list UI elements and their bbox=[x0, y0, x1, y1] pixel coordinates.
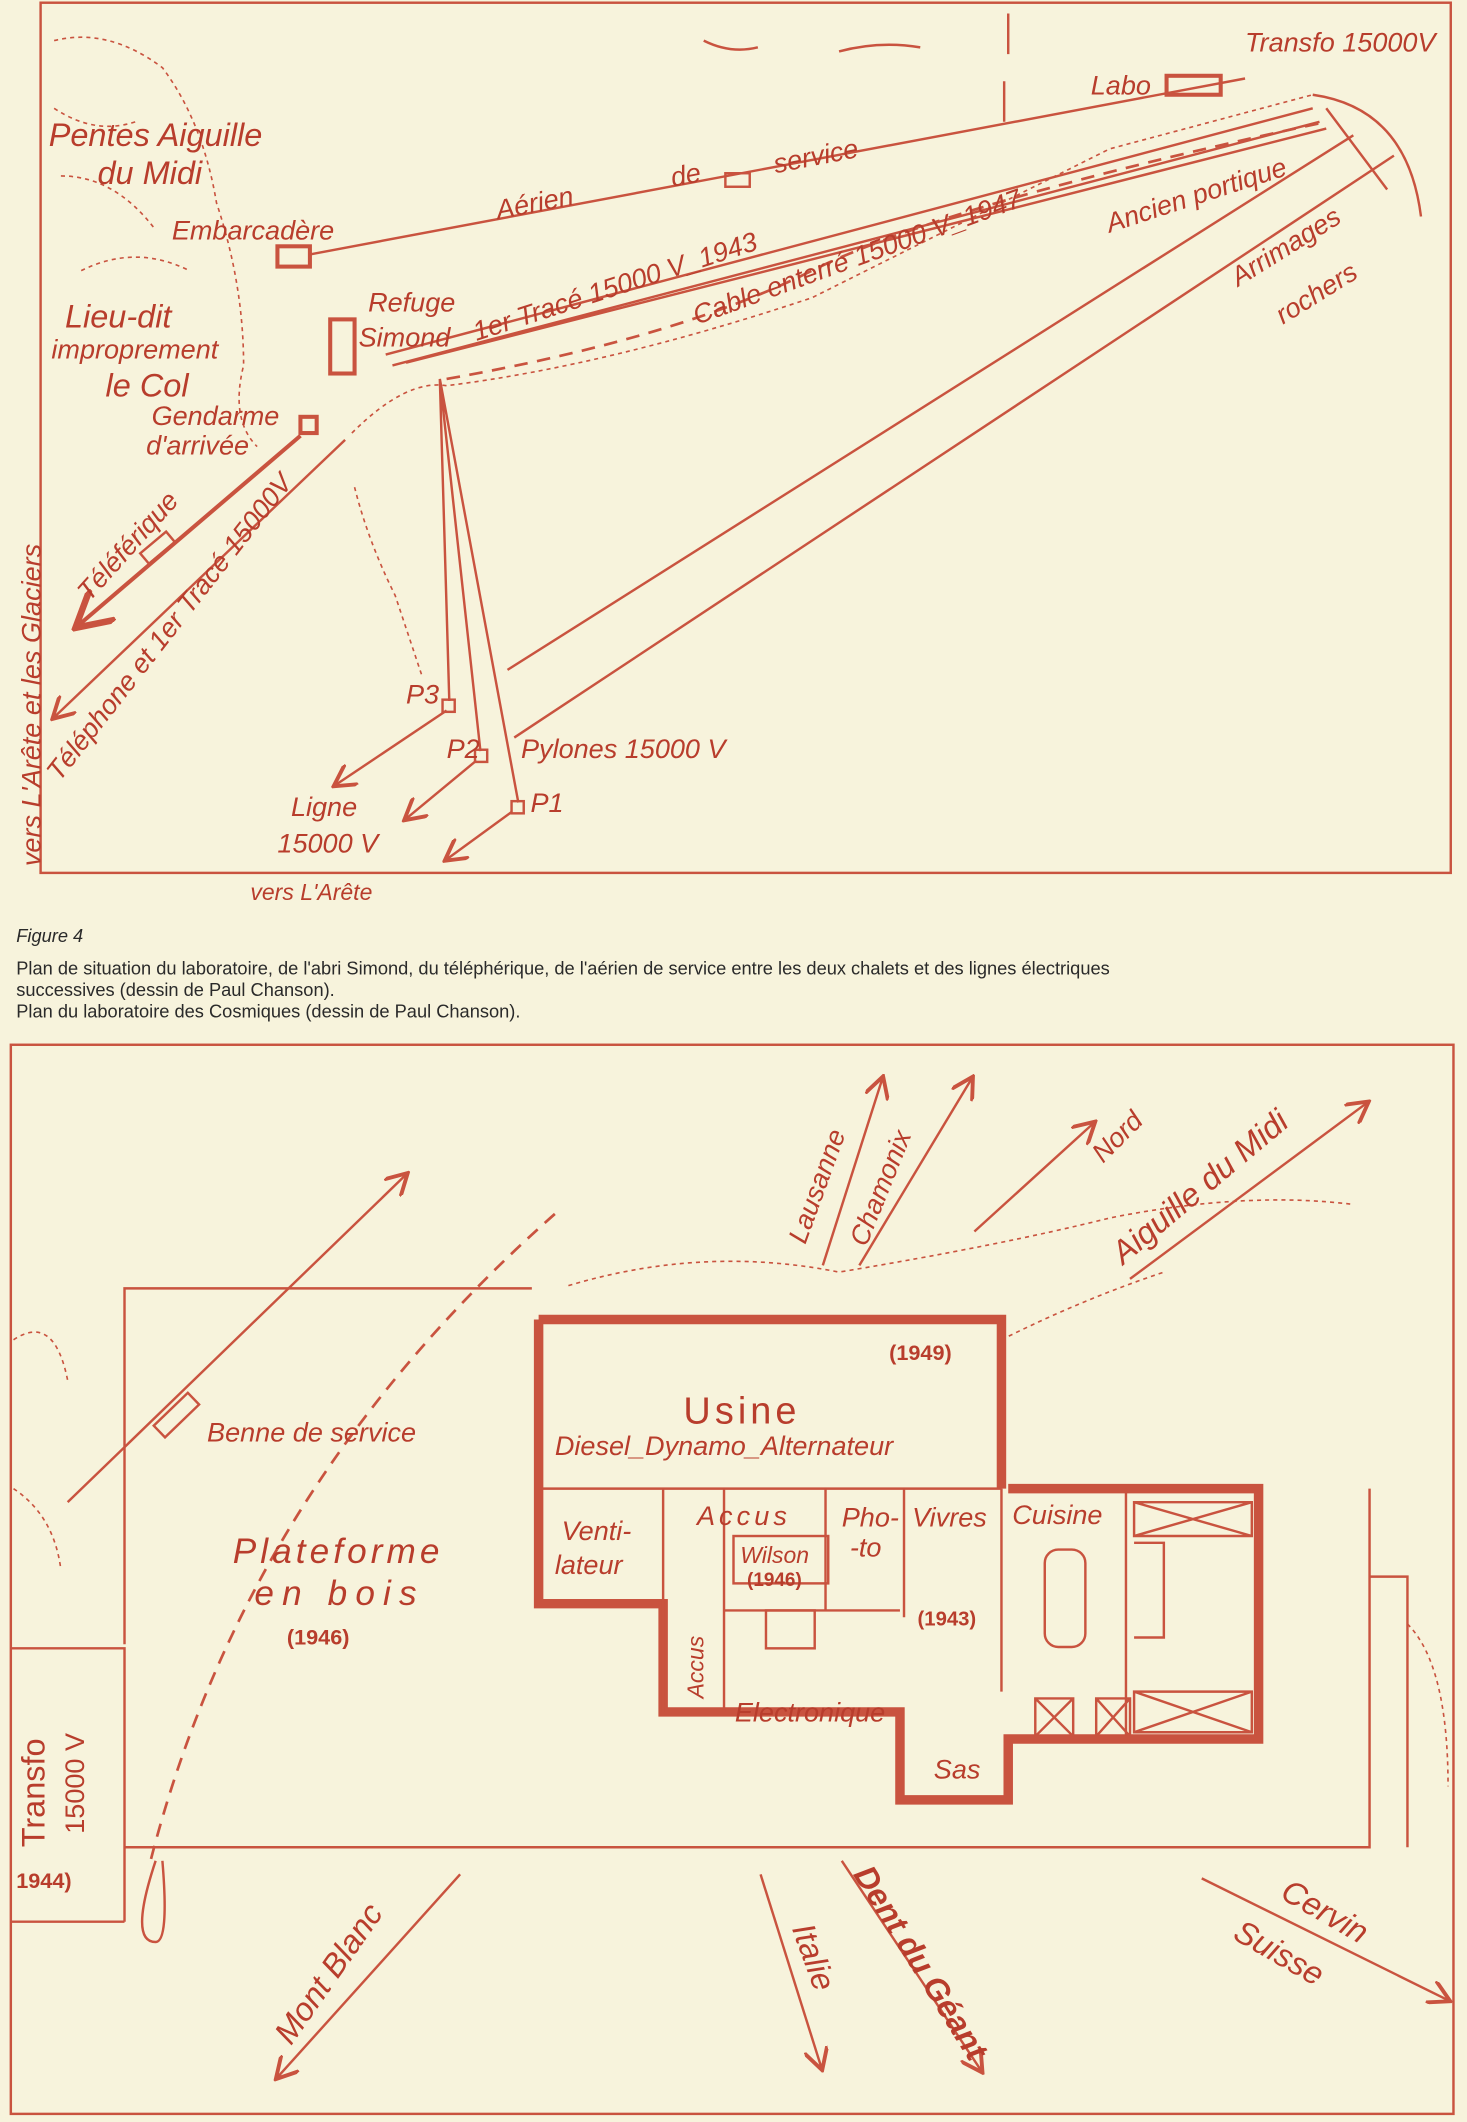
figure-label: Figure 4 bbox=[16, 925, 83, 946]
room-pho: Pho- bbox=[842, 1503, 899, 1533]
room-accus-side: Accus bbox=[683, 1635, 709, 1700]
label-transfo-bottom: Transfo bbox=[16, 1738, 52, 1847]
direction-nord: Nord bbox=[1086, 1105, 1149, 1168]
figure-caption: Figure 4 Plan de situation du laboratoir… bbox=[16, 925, 1110, 1022]
label-rochers: rochers bbox=[1270, 257, 1362, 330]
room-accus: Accus bbox=[695, 1501, 791, 1531]
label-en-bois: en bois bbox=[254, 1574, 424, 1613]
room-wilson: Wilson bbox=[740, 1542, 809, 1568]
label-service: service bbox=[771, 133, 861, 179]
label-lieu-dit: Lieu-dit bbox=[65, 299, 173, 335]
year-transfo: 1944) bbox=[16, 1868, 71, 1893]
label-gendarme: Gendarme bbox=[152, 401, 280, 431]
direction-italie: Italie bbox=[785, 1919, 842, 1996]
label-p1: P1 bbox=[531, 788, 564, 818]
label-simond: Simond bbox=[359, 322, 452, 352]
caption-line-3: Plan du laboratoire des Cosmiques (dessi… bbox=[16, 1001, 520, 1022]
caption-line-2: successives (dessin de Paul Chanson). bbox=[16, 979, 335, 1000]
room-electronique: Electronique bbox=[735, 1697, 885, 1727]
label-arrivee: d'arrivée bbox=[146, 431, 249, 461]
room-to: -to bbox=[850, 1532, 882, 1562]
label-aerien: Aérien bbox=[491, 181, 575, 226]
label-vers-glaciers: vers L'Arête et les Glaciers bbox=[17, 544, 47, 866]
room-cuisine: Cuisine bbox=[1012, 1500, 1102, 1530]
label-pylones: Pylones 15000 V bbox=[521, 734, 728, 764]
label-diesel: Diesel_Dynamo_Alternateur bbox=[555, 1431, 894, 1461]
label-trace-1943: 1er Tracé 15000 V_1943 bbox=[469, 226, 761, 346]
label-refuge: Refuge bbox=[368, 287, 455, 317]
label-p3: P3 bbox=[406, 680, 439, 710]
label-p2: P2 bbox=[447, 734, 480, 764]
label-ancien-portique: Ancien portique bbox=[1100, 152, 1290, 239]
room-vivres: Vivres bbox=[912, 1503, 987, 1533]
room-sas: Sas bbox=[934, 1754, 981, 1784]
room-lateur: lateur bbox=[555, 1550, 624, 1580]
label-vers-arete: vers L'Arête bbox=[250, 879, 372, 905]
label-plateforme: Plateforme bbox=[233, 1532, 444, 1571]
label-ligne: Ligne bbox=[291, 792, 357, 822]
year-1943: (1943) bbox=[918, 1608, 977, 1630]
label-le-col: le Col bbox=[106, 368, 190, 404]
room-venti: Venti- bbox=[562, 1516, 632, 1546]
label-transfo: Transfo 15000V bbox=[1245, 27, 1438, 57]
label-de: de bbox=[668, 157, 703, 192]
direction-lausanne: Lausanne bbox=[783, 1125, 852, 1247]
label-benne: Benne de service bbox=[207, 1417, 416, 1447]
direction-dent-du-geant: Dent du Géant bbox=[847, 1859, 996, 2067]
year-plateforme: (1946) bbox=[287, 1624, 350, 1649]
label-labo: Labo bbox=[1091, 71, 1151, 101]
year-wilson: (1946) bbox=[747, 1570, 802, 1591]
label-ligne-voltage: 15000 V bbox=[277, 829, 381, 859]
label-embarcadere: Embarcadère bbox=[172, 216, 334, 246]
label-du-midi: du Midi bbox=[97, 155, 202, 191]
label-pentes: Pentes Aiguille bbox=[49, 117, 263, 153]
room-usine: Usine bbox=[683, 1391, 800, 1433]
laboratory-plan: Lausanne Chamonix Nord Aiguille du Midi … bbox=[9, 1043, 1455, 2116]
label-teleferique: Téléférique bbox=[71, 486, 184, 607]
label-transfo-voltage: 15000 V bbox=[60, 1733, 90, 1834]
label-improprement: improprement bbox=[51, 335, 219, 365]
site-plan-map: Transfo 15000V Labo Pentes Aiguille du M… bbox=[17, 1, 1452, 905]
caption-line-1: Plan de situation du laboratoire, de l'a… bbox=[16, 957, 1110, 978]
year-usine: (1949) bbox=[889, 1340, 952, 1365]
